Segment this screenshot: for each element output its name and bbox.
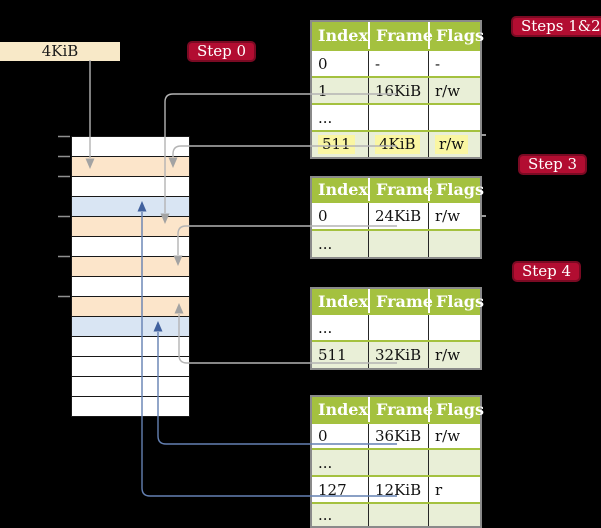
table-1-header: Index Frame Flags [312,22,484,49]
memory-row-1 [72,137,189,157]
cell-index: ... [318,235,333,253]
table-row: 0 - - [312,49,480,76]
col-header-frame: Frame [368,22,433,49]
memory-row-3 [72,177,189,197]
cell-flags: r/w [428,132,480,157]
highlight: 4KiB [375,135,420,154]
table-row: ... [312,502,480,526]
col-header-frame: Frame [368,289,433,313]
cell-flags: r/w [428,78,480,103]
memory-row-9 [72,297,189,317]
cell-frame [368,315,428,340]
cell-flags: r/w [428,342,480,368]
cell-index: 511 [318,346,347,364]
col-header-index: Index [318,26,369,45]
cell-frame: 12KiB [368,477,428,502]
table-2-header: Index Frame Flags [312,178,484,201]
memory-row-13 [72,377,189,397]
frame-4kib-box: 4KiB [0,42,120,61]
col-header-index: Index [318,291,369,311]
table-row: 0 36KiB r/w [312,422,480,448]
page-table-1: Index Frame Flags 0 - - 1 16KiB r/w ... … [310,20,484,159]
cell-index: 0 [318,207,328,225]
memory-row-14 [72,397,189,416]
memory-row-8 [72,277,189,297]
cell-frame: - [368,51,428,76]
cell-flags: r/w [428,424,480,448]
cell-frame: 24KiB [368,203,428,229]
memory-row-2 [72,157,189,177]
memory-row-11 [72,337,189,357]
memory-row-4 [72,197,189,217]
table-row: ... [312,103,480,130]
col-header-frame: Frame [368,178,433,201]
memory-row-5 [72,217,189,237]
cell-index: ... [318,318,333,337]
highlight: r/w [435,135,469,154]
cell-flags [428,504,480,526]
cell-index: 0 [318,54,328,73]
col-header-frame: Frame [368,397,433,422]
col-header-flags: Flags [428,22,484,49]
cell-flags [428,105,480,130]
cell-frame [368,231,428,257]
cell-frame [368,504,428,526]
cell-index: 0 [318,427,328,445]
cell-frame: 36KiB [368,424,428,448]
table-row-highlighted: 511 4KiB r/w [312,130,480,157]
cell-flags: - [428,51,480,76]
page-table-4: Index Frame Flags 0 36KiB r/w ... 127 12… [310,395,484,528]
cell-index: 511 [312,132,368,157]
table-row: 511 32KiB r/w [312,340,480,368]
table-row: ... [312,313,480,340]
col-header-index: Index [318,400,369,419]
memory-row-12 [72,357,189,377]
step-0-label: Step 0 [187,41,257,62]
cell-index: 127 [318,480,347,499]
cell-index: ... [318,506,333,524]
memory-row-6 [72,237,189,257]
cell-flags [428,231,480,257]
cell-flags: r/w [428,203,480,229]
step-3-label: Step 3 [518,154,588,175]
cell-index: 1 [318,81,328,100]
cell-frame [368,105,428,130]
table-row: ... [312,448,480,475]
highlight: 511 [318,135,355,154]
col-header-flags: Flags [428,178,484,201]
col-header-index: Index [318,180,369,199]
memory-stack [71,136,190,417]
steps-1-2-label: Steps 1&2 [511,16,601,37]
memory-row-10 [72,317,189,337]
cell-flags: r [428,477,480,502]
step-4-label: Step 4 [512,261,582,282]
cell-index: ... [318,453,333,472]
page-table-3: Index Frame Flags ... 511 32KiB r/w [310,287,484,370]
cell-frame: 4KiB [368,132,428,157]
page-table-2: Index Frame Flags 0 24KiB r/w ... [310,176,484,259]
col-header-flags: Flags [428,397,484,422]
cell-frame [368,450,428,475]
address-ticks [58,135,70,298]
col-header-flags: Flags [428,289,484,313]
table-4-header: Index Frame Flags [312,397,484,422]
cell-frame: 32KiB [368,342,428,368]
cell-index: ... [318,108,333,127]
table-row: 127 12KiB r [312,475,480,502]
memory-row-7 [72,257,189,277]
cell-frame: 16KiB [368,78,428,103]
table-3-header: Index Frame Flags [312,289,484,313]
table-row: ... [312,229,480,257]
cell-flags [428,315,480,340]
table-row: 0 24KiB r/w [312,201,480,229]
cell-flags [428,450,480,475]
table-row: 1 16KiB r/w [312,76,480,103]
